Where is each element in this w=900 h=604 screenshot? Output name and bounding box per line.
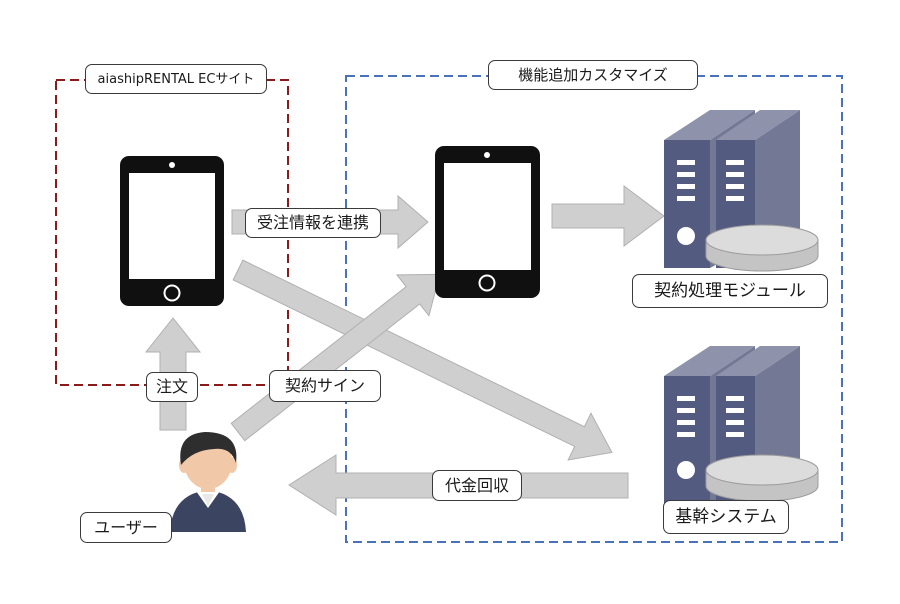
core-system-label: 基幹システム [663,500,789,534]
custom-smartphone-icon [435,146,540,298]
order-label: 注文 [146,372,198,402]
contract-sign-label: 契約サイン [269,370,381,402]
module-server-rack-icon [664,110,819,272]
user-person-icon [170,432,246,532]
ec-site-label: aiashipRENTAL ECサイト [85,64,267,94]
order-sync-label: 受注情報を連携 [245,208,381,238]
payment-collection-label: 代金回収 [432,470,522,501]
ec-smartphone-icon [120,156,224,306]
custom-boundary [345,75,843,543]
core-server-rack-icon [664,346,819,504]
device-to-module-arrow [551,185,665,247]
contract-module-label: 契約処理モジュール [632,274,828,308]
device-to-core-arrow [232,259,613,461]
user-label: ユーザー [80,512,172,543]
custom-group-label: 機能追加カスタマイズ [488,60,698,90]
